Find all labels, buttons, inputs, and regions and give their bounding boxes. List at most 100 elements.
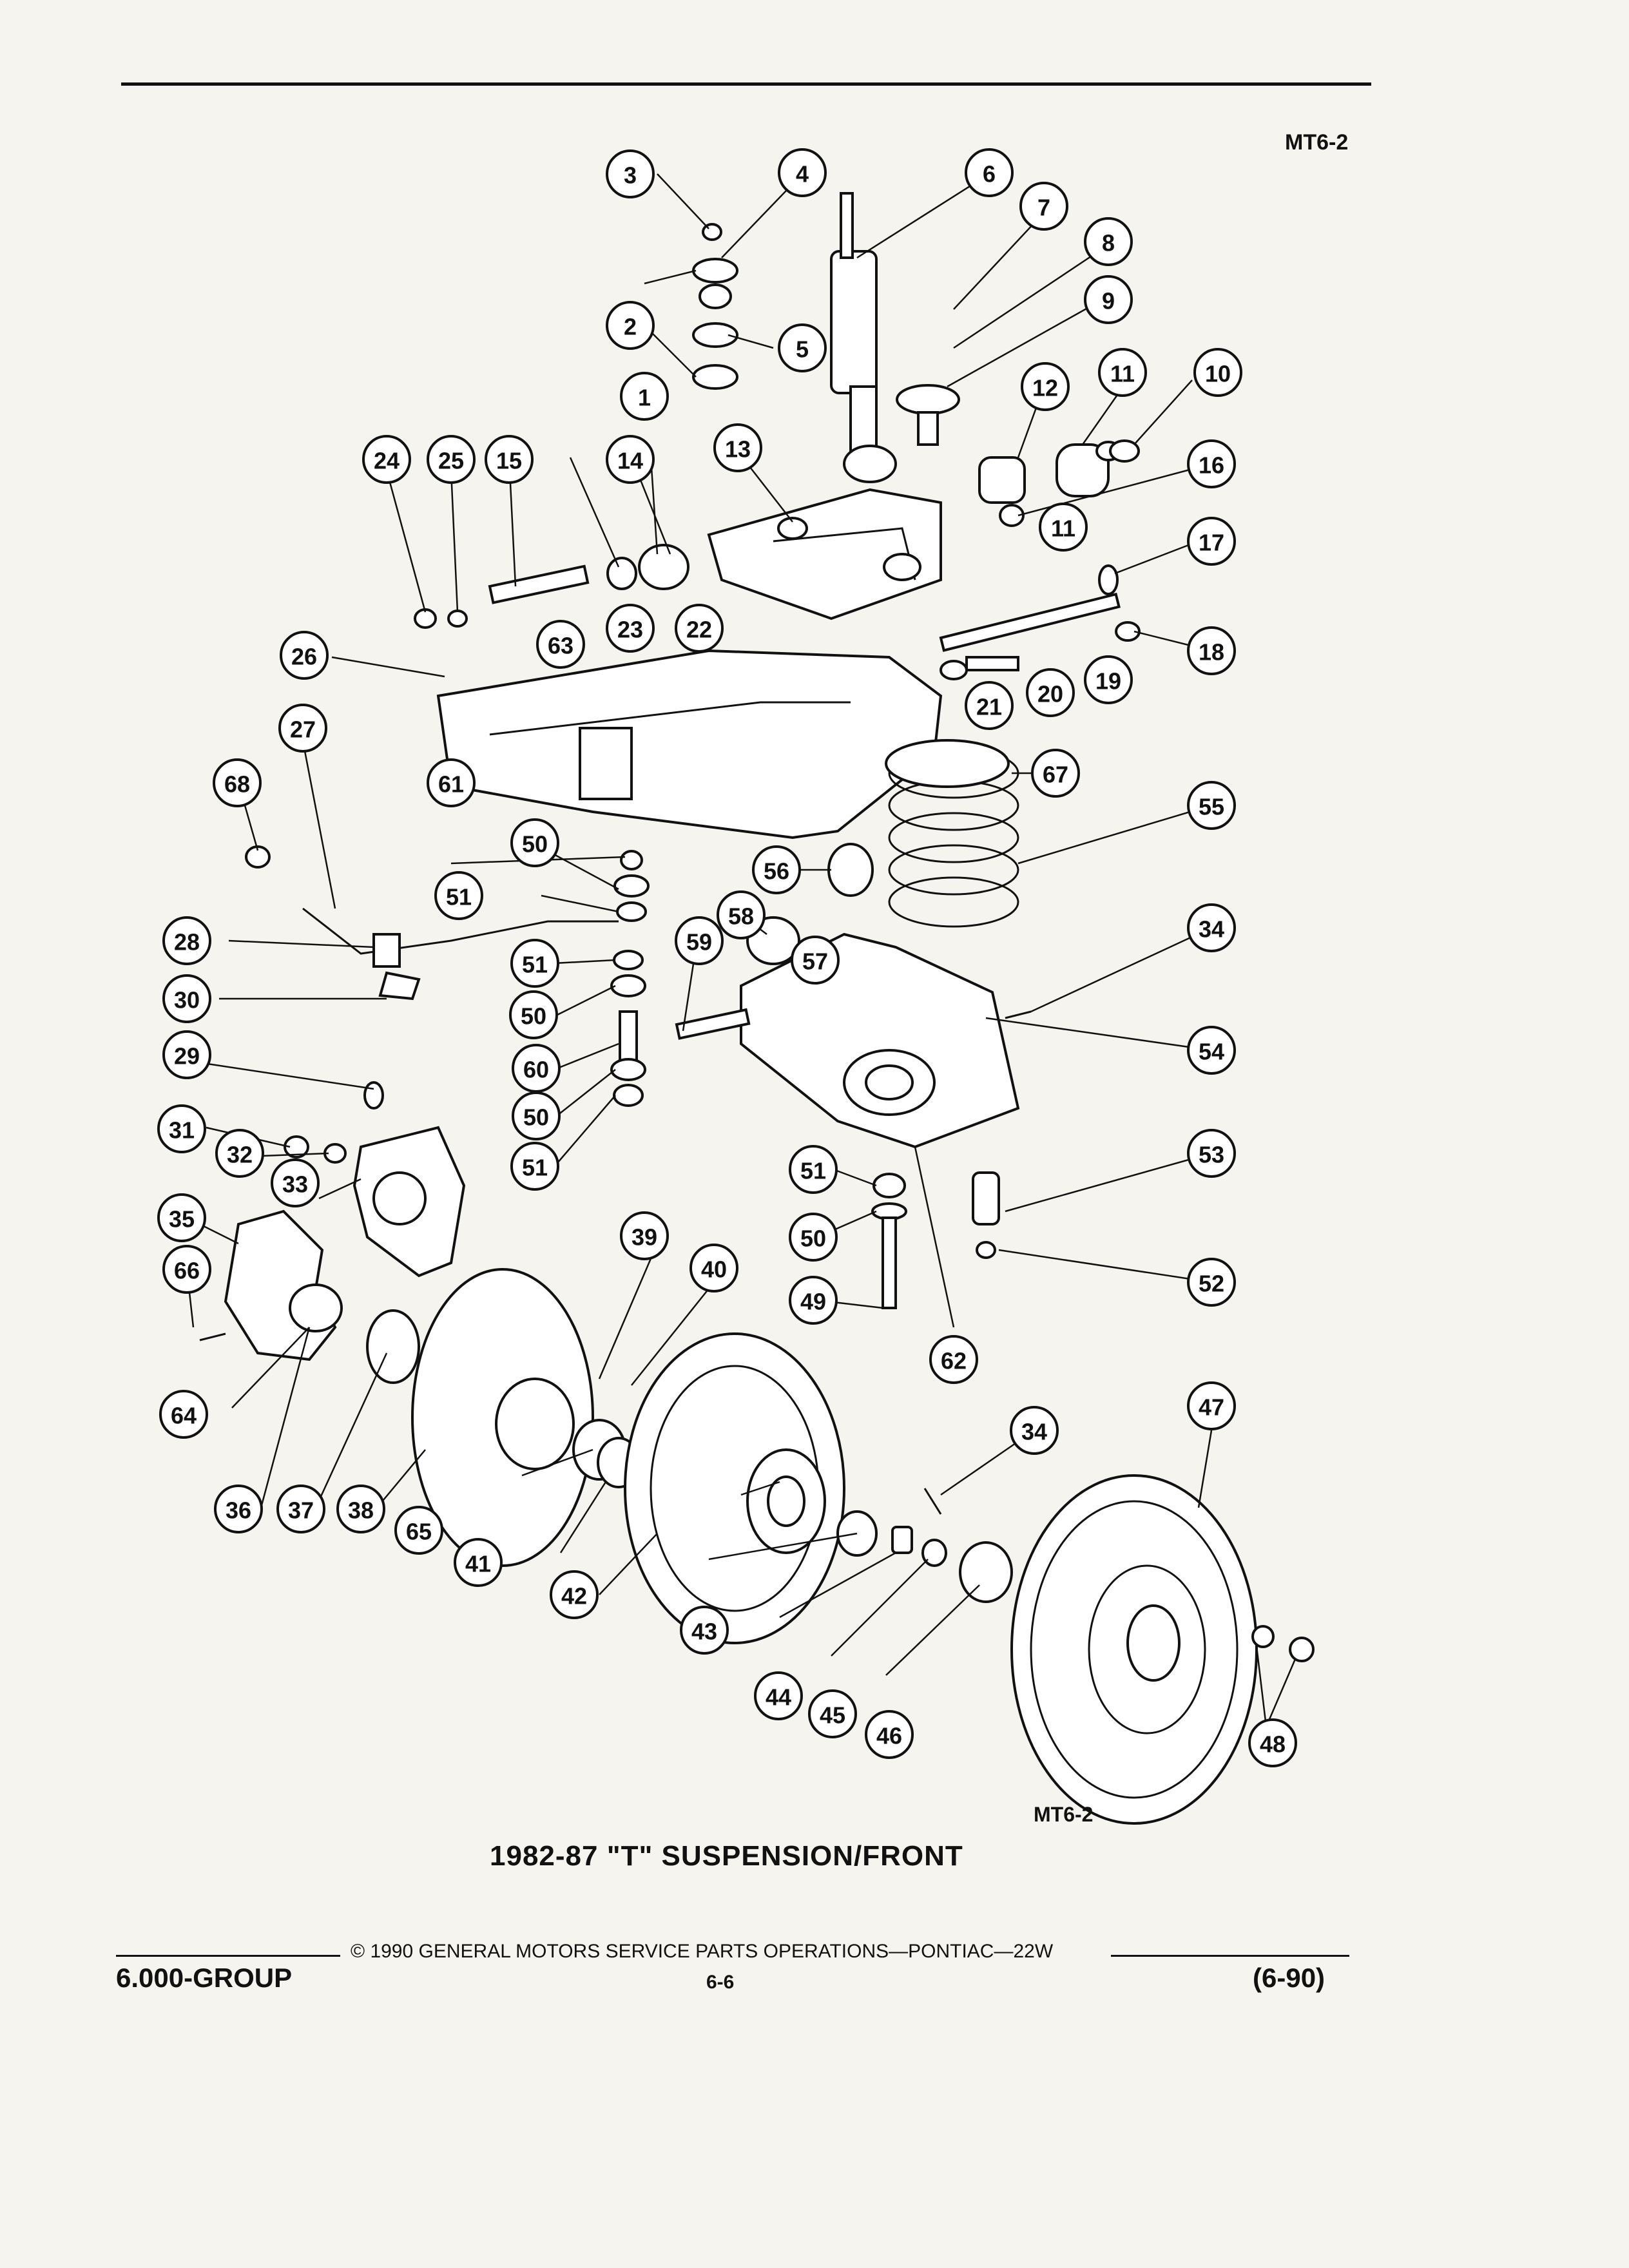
callout-label: 61 [438,771,464,798]
lower-ball-joint [972,1171,1000,1259]
callout-51: 51 [434,871,483,920]
callout-label: 68 [224,771,250,798]
callout-6: 6 [965,148,1014,197]
callout-label: 46 [876,1723,902,1749]
callout-26: 26 [280,631,329,680]
callout-label: 65 [406,1519,432,1545]
callout-circle [162,974,211,1023]
callout-32: 32 [215,1129,264,1178]
callout-label: 7 [1037,195,1050,221]
callout-label: 34 [1021,1419,1047,1445]
callout-51: 51 [510,939,559,988]
callout-circle [752,845,801,894]
callout-circle [536,620,585,669]
stabilizer-bar [302,907,619,1001]
bolt-68 [245,845,271,869]
callout-67: 67 [1031,749,1080,798]
callout-label: 51 [522,952,548,978]
callout-label: 5 [796,336,809,363]
callout-59: 59 [675,916,724,965]
callout-circle [1039,503,1088,552]
callout-46: 46 [865,1710,914,1759]
callout-circle [965,681,1014,730]
callout-circle [214,1485,263,1533]
washer-21 [940,660,968,680]
callout-label: 25 [438,448,464,474]
callout-50: 50 [510,818,559,867]
callout-18: 18 [1187,626,1236,675]
callout-label: 60 [523,1057,549,1083]
callout-label: 67 [1043,762,1068,788]
callout-label: 21 [976,694,1002,720]
callout-circle [1187,1026,1236,1075]
callout-65: 65 [394,1506,443,1555]
callout-68: 68 [213,758,262,807]
callout-label: 58 [728,903,754,930]
callout-label: 56 [764,858,789,885]
callout-circle [1084,655,1133,704]
callout-42: 42 [550,1570,599,1619]
callout-label: 14 [617,448,643,474]
callout-1: 1 [620,372,669,421]
callout-circle [865,1710,914,1759]
callout-41: 41 [454,1538,503,1587]
lower-link-stack [871,1173,907,1309]
callout-circle [606,301,655,350]
callout-circle [162,916,211,965]
figure-ref-top: MT6-2 [1285,130,1349,155]
callout-circle [789,1276,838,1325]
callout-circle [1084,217,1133,266]
callout-label: 55 [1199,794,1224,820]
callout-51: 51 [789,1145,838,1194]
callout-circle [276,1485,325,1533]
callout-circle [362,435,411,484]
callout-circle [427,758,476,807]
brake-caliper [352,1126,466,1278]
callout-circle [680,1606,729,1655]
callout-29: 29 [162,1030,211,1079]
part-illustrations [199,192,1315,1825]
callout-circle [280,631,329,680]
callout-21: 21 [965,681,1014,730]
callout-label: 16 [1199,452,1224,479]
callout-circle [213,758,262,807]
callout-circle [1187,781,1236,830]
callout-circle [1098,348,1147,397]
callout-label: 51 [800,1158,826,1184]
callout-16: 16 [1187,439,1236,488]
bolt-20 [965,656,1019,671]
brake-rotor [624,1332,845,1644]
callout-57: 57 [791,936,840,985]
callout-label: 18 [1199,639,1224,666]
callout-circle [454,1538,503,1587]
callout-label: 63 [548,633,574,659]
bolt-29 [363,1081,384,1110]
callout-63: 63 [536,620,585,669]
callout-label: 50 [521,1003,546,1030]
callout-circle [162,1245,211,1294]
callout-40: 40 [689,1244,738,1293]
callout-49: 49 [789,1276,838,1325]
callout-label: 17 [1199,530,1224,556]
callout-14: 14 [606,435,655,484]
callout-58: 58 [717,890,766,939]
callout-44: 44 [754,1671,803,1720]
callout-circle [1187,517,1236,566]
callout-label: 41 [465,1551,491,1577]
callout-circle [427,435,476,484]
cotter-pin-upper [1005,1010,1032,1019]
frame-crossmember [436,649,943,840]
callout-9: 9 [1084,275,1133,324]
callout-label: 24 [374,448,400,474]
footer-rule-right [1111,1955,1349,1957]
callout-label: 10 [1205,361,1231,387]
callout-8: 8 [1084,217,1133,266]
callout-circle [791,936,840,985]
callout-circle [808,1689,857,1738]
callout-circle [271,1158,320,1207]
callout-label: 22 [686,617,712,643]
callout-circle [1187,1381,1236,1430]
callout-label: 11 [1110,361,1135,387]
